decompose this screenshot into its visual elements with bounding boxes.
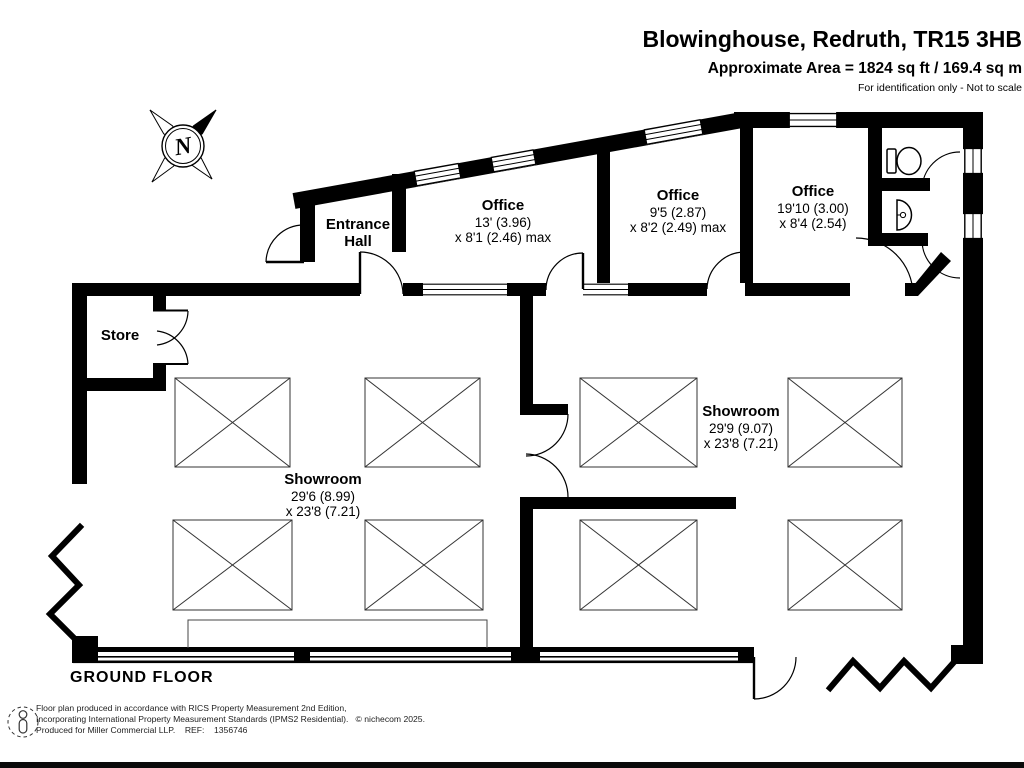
room-dimension: 9'5 (2.87) [649,204,707,220]
room-dimension: 29'6 (8.99) [290,488,356,504]
crossed-box-marker [172,519,293,611]
floor-title: GROUND FLOOR [70,669,214,686]
window-marker [489,149,538,173]
footer-text: Floor plan produced in accordance with R… [36,703,425,736]
door-office-1 [545,252,585,291]
bottom-border-bar [0,762,1024,768]
room-dimension: 13' (3.96) [474,214,532,230]
door-entrance-hall [358,251,404,295]
basin-icon [896,199,913,231]
plan-area-text: Approximate Area = 1824 sq ft / 169.4 sq… [707,59,1022,77]
windows [412,112,983,296]
door-cloakroom [921,239,961,279]
room-dimension: x 8'1 (2.46) max [454,229,552,245]
window-marker [963,146,983,176]
window-marker [787,112,839,128]
room-name: Office [656,187,700,204]
crossed-box-marker [174,377,291,468]
break-line-left [45,522,85,645]
window-marker [412,162,463,187]
door-entrance-exterior [265,224,305,264]
room-dimension: x 23'8 (7.21) [285,503,361,519]
crossed-box-marker [579,519,698,611]
door-showroom-double [525,413,569,498]
window-marker [583,283,628,296]
door-rear-exterior [752,656,797,700]
room-label-store: Store [100,327,140,345]
fixtures [886,146,922,231]
crossed-box-marker [787,519,903,611]
title-block: Blowinghouse, Redruth, TR15 3HB Approxim… [462,26,1024,94]
footer-line-2: Incorporating International Property Mea… [36,714,425,724]
window-marker [963,211,983,241]
room-name: Showroom [284,471,362,488]
plan-disclaimer: For identification only - Not to scale [858,81,1022,94]
door-lobby [855,237,914,295]
room-dimension: 19'10 (3.00) [777,200,849,216]
room-dimension: x 23'8 (7.21) [703,435,779,451]
room-label-office-2: Office 9'5 (2.87) x 8'2 (2.49) max [629,187,727,235]
compass-icon: N [149,109,217,183]
door-office-2 [706,251,746,290]
room-label-entrance-hall: Entrance Hall [325,216,391,251]
window-marker [642,119,705,146]
interior-walls [72,115,930,657]
room-label-office-1: Office 13' (3.96) x 8'1 (2.46) max [454,197,552,245]
room-name: Entrance [325,216,391,233]
room-name: Store [100,327,140,344]
break-lines [45,522,960,693]
display-sill-line [187,619,488,648]
footer-logo-icon [7,706,39,738]
room-dimension: x 8'4 (2.54) [779,215,847,231]
footer-line-1: Floor plan produced in accordance with R… [36,703,347,713]
room-label-showroom-right: Showroom 29'9 (9.07) x 23'8 (7.21) [702,403,780,451]
room-label-showroom-left: Showroom 29'6 (8.99) x 23'8 (7.21) [284,471,362,519]
footer-line-3: Produced for Miller Commercial LLP. REF:… [36,725,248,735]
break-line-bottom-right [825,656,960,693]
room-dimension: x 8'2 (2.49) max [629,219,727,235]
crossed-box-marker [364,519,484,611]
door-wc [921,151,961,191]
crossed-box-marker [364,377,481,468]
crossed-box-markers [172,377,903,648]
room-name: Hall [344,232,372,250]
room-name: Office [481,197,525,214]
crossed-box-marker [787,377,903,468]
room-label-office-3: Office 19'10 (3.00) x 8'4 (2.54) [777,183,849,231]
room-dimension: 29'9 (9.07) [708,420,774,436]
toilet-icon [886,146,922,176]
door-store-double [153,309,189,365]
room-name: Office [791,183,835,200]
window-marker [423,283,507,296]
room-name: Showroom [702,403,780,420]
plan-title: Blowinghouse, Redruth, TR15 3HB [642,26,1022,52]
crossed-box-marker [579,377,698,468]
door-arcs [153,151,961,700]
